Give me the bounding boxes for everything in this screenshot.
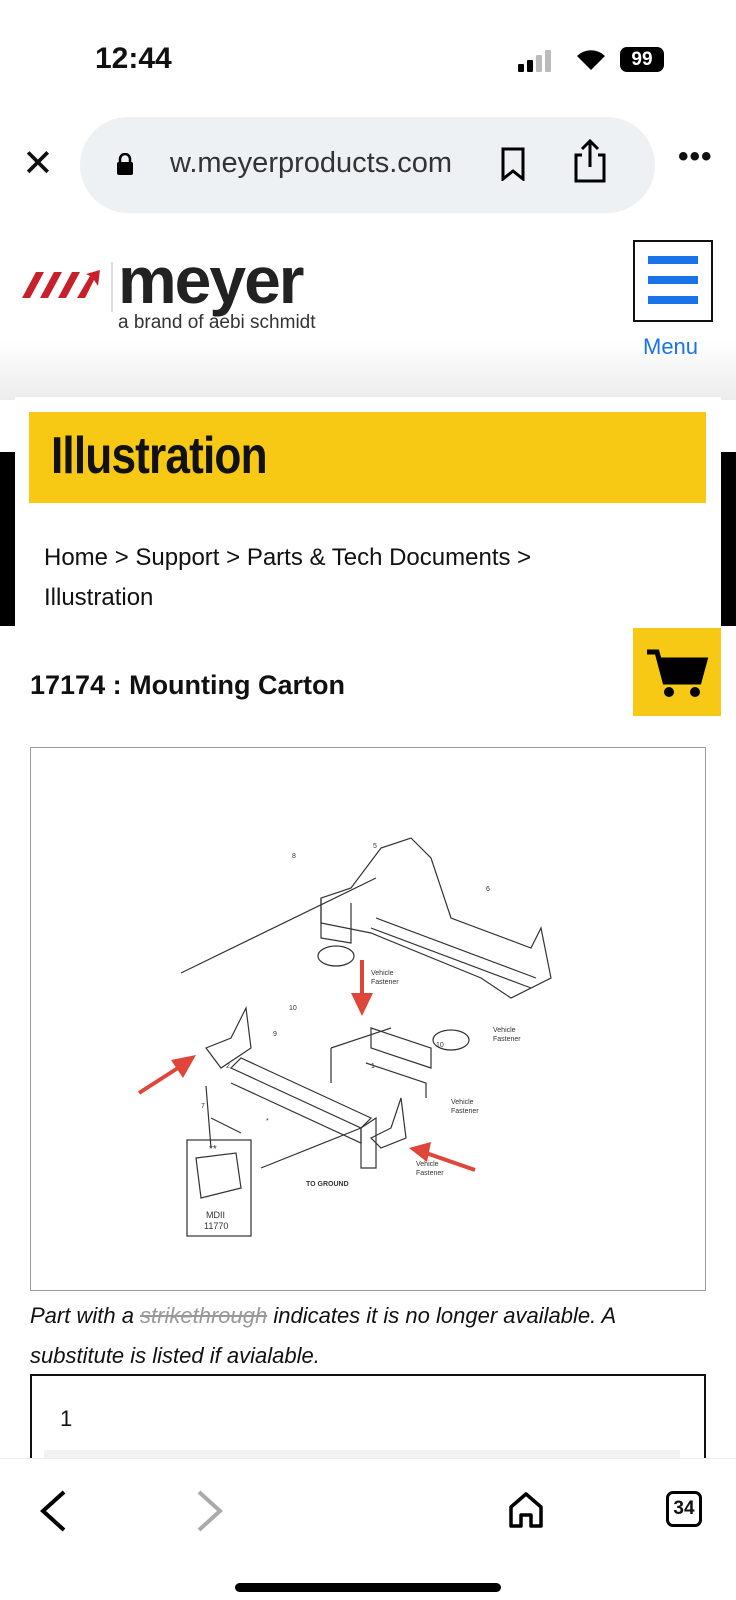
label-fastener: Fastener <box>371 979 399 986</box>
breadcrumb-support[interactable]: Support <box>135 544 220 571</box>
breadcrumb-current: Illustration <box>44 584 154 611</box>
arrow-left <box>137 1064 183 1095</box>
breadcrumb-home[interactable]: Home <box>44 544 109 571</box>
inset-model-number: 11770 <box>204 1221 228 1231</box>
caption-strike-example: strikethrough <box>140 1303 268 1328</box>
bookmark-icon[interactable] <box>500 147 526 186</box>
callout-8: 8 <box>292 853 296 860</box>
hamburger-icon <box>648 256 698 304</box>
page-title: Illustration <box>51 427 268 485</box>
label-vehicle: Vehicle <box>371 970 394 977</box>
arrow-right <box>425 1151 476 1172</box>
inset-model: MDII <box>206 1210 225 1220</box>
breadcrumb-separator: > <box>114 544 129 571</box>
forward-icon[interactable] <box>195 1489 225 1538</box>
home-icon[interactable] <box>508 1491 544 1534</box>
label-to-ground: TO GROUND <box>306 1181 349 1188</box>
callout-1: 1 <box>371 1063 375 1070</box>
rear-frame <box>317 837 552 1051</box>
arrow-left-head <box>171 1055 196 1078</box>
breadcrumb: Home > Support > Parts & Tech Documents … <box>44 538 644 618</box>
callout-10: 10 <box>289 1005 297 1012</box>
mdii-inset: ** MDII 11770 <box>186 1139 252 1237</box>
breadcrumb-separator: > <box>226 544 241 571</box>
logo-mark-icon <box>22 262 113 312</box>
cart-icon <box>647 649 709 697</box>
arrow-right-head <box>409 1142 431 1162</box>
callout-10: 10 <box>436 1042 444 1049</box>
label-vehicle: Vehicle <box>416 1161 439 1168</box>
battery-level: 99 <box>631 49 653 70</box>
brand-name: meyer <box>118 243 304 317</box>
battery-indicator: 99 <box>620 47 664 72</box>
label-vehicle: Vehicle <box>451 1099 474 1106</box>
share-icon[interactable] <box>573 138 607 188</box>
callout-6: 6 <box>486 886 490 893</box>
menu-button[interactable] <box>633 240 713 322</box>
tabs-count: 34 <box>673 1498 695 1519</box>
brand-tagline: a brand of aebi schmidt <box>118 312 316 333</box>
url-bar[interactable]: w.meyerproducts.com <box>80 117 655 213</box>
url-text[interactable]: w.meyerproducts.com <box>170 147 453 179</box>
part-number[interactable]: 1 <box>60 1406 73 1431</box>
label-fastener: Fastener <box>416 1170 444 1177</box>
signal-icon <box>518 50 554 72</box>
caption-text: indicates it is no longer available. A s… <box>30 1303 616 1368</box>
callout-7: 7 <box>201 1103 205 1110</box>
callout-5: 5 <box>373 843 377 850</box>
home-indicator <box>235 1583 501 1592</box>
tabs-button[interactable]: 34 <box>666 1491 702 1527</box>
back-icon[interactable] <box>38 1489 68 1538</box>
inset-stars: ** <box>209 1144 217 1155</box>
callout-9: 9 <box>273 1031 277 1038</box>
red-arrows <box>137 960 476 1172</box>
front-frame <box>180 877 432 1169</box>
label-vehicle: Vehicle <box>493 1027 516 1034</box>
parts-illustration[interactable]: ** MDII 11770 Vehicle Fastener Vehicle F… <box>30 747 706 1291</box>
more-icon[interactable]: ••• <box>678 140 713 173</box>
callout-2: 2 <box>226 1063 230 1070</box>
part-title: 17174 : Mounting Carton <box>30 670 346 700</box>
breadcrumb-parts-tech[interactable]: Parts & Tech Documents <box>246 544 511 571</box>
arrow-center-head <box>351 993 373 1016</box>
breadcrumb-separator: > <box>517 544 532 571</box>
header-shadow <box>0 340 736 400</box>
content-card <box>15 397 721 1497</box>
close-icon[interactable]: ✕ <box>22 143 54 185</box>
menu-label[interactable]: Menu <box>643 334 699 359</box>
availability-note: Part with a strikethrough indicates it i… <box>30 1296 710 1376</box>
label-star: * <box>266 1118 269 1125</box>
lock-icon <box>116 152 134 175</box>
page-title-banner: Illustration <box>29 412 706 503</box>
wifi-icon <box>575 46 607 77</box>
browser-toolbar: 34 <box>0 1458 736 1600</box>
caption-text: Part with a <box>30 1303 141 1328</box>
label-fastener: Fastener <box>493 1036 521 1043</box>
cart-button[interactable] <box>633 628 721 716</box>
status-time: 12:44 <box>95 42 172 75</box>
label-fastener: Fastener <box>451 1108 479 1115</box>
